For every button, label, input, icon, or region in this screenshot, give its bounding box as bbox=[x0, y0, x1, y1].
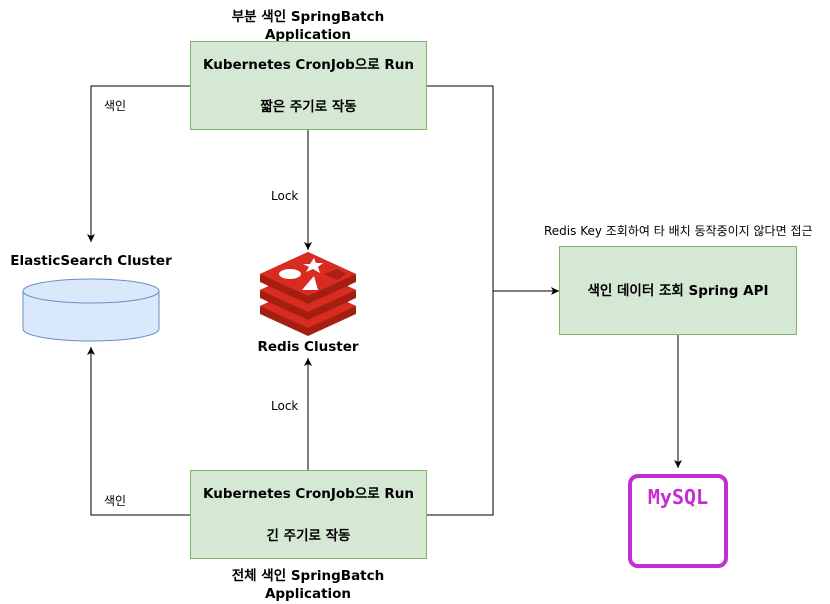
top-app-line1: Kubernetes CronJob으로 Run bbox=[203, 56, 414, 73]
edge-top-to-elasticsearch bbox=[87, 85, 190, 242]
redis-label: Redis Cluster bbox=[257, 339, 359, 355]
bottom-app-box: Kubernetes CronJob으로 Run 긴 주기로 작동 bbox=[190, 470, 427, 559]
edge-bottom-to-elasticsearch bbox=[87, 347, 190, 516]
bottom-app-line1: Kubernetes CronJob으로 Run bbox=[203, 485, 414, 502]
top-app-title-line1: 부분 색인 SpringBatch bbox=[231, 9, 385, 25]
top-app-box: Kubernetes CronJob으로 Run 짧은 주기로 작동 bbox=[190, 41, 427, 130]
bottom-app-line2: 긴 주기로 작동 bbox=[266, 527, 351, 544]
elasticsearch-label: ElasticSearch Cluster bbox=[10, 253, 172, 269]
mysql-label: MySQL bbox=[648, 485, 708, 509]
bottom-app-title-line2: Application bbox=[264, 586, 352, 602]
mysql-icon: MySQL bbox=[628, 474, 728, 568]
edge-label-top-lock: Lock bbox=[271, 189, 299, 203]
api-label: 색인 데이터 조회 Spring API bbox=[587, 282, 769, 299]
top-app-line2: 짧은 주기로 작동 bbox=[260, 98, 357, 115]
top-app-title: 부분 색인 SpringBatch Application bbox=[218, 8, 398, 44]
edge-label-bottom-index: 색인 bbox=[104, 494, 127, 508]
redis-logo-icon bbox=[260, 252, 356, 336]
bottom-app-title-line1: 전체 색인 SpringBatch bbox=[231, 568, 385, 584]
api-note: Redis Key 조회하여 타 배치 동작중이지 않다면 접근 bbox=[544, 224, 813, 238]
bottom-app-title: 전체 색인 SpringBatch Application bbox=[218, 567, 398, 603]
edge-label-bottom-lock: Lock bbox=[271, 399, 299, 413]
edge-top-to-api-trunk bbox=[427, 85, 494, 516]
top-app-title-line2: Application bbox=[264, 27, 352, 43]
elasticsearch-cylinder-icon bbox=[22, 278, 160, 342]
edge-label-top-index: 색인 bbox=[104, 99, 127, 113]
api-box: 색인 데이터 조회 Spring API bbox=[559, 246, 797, 335]
